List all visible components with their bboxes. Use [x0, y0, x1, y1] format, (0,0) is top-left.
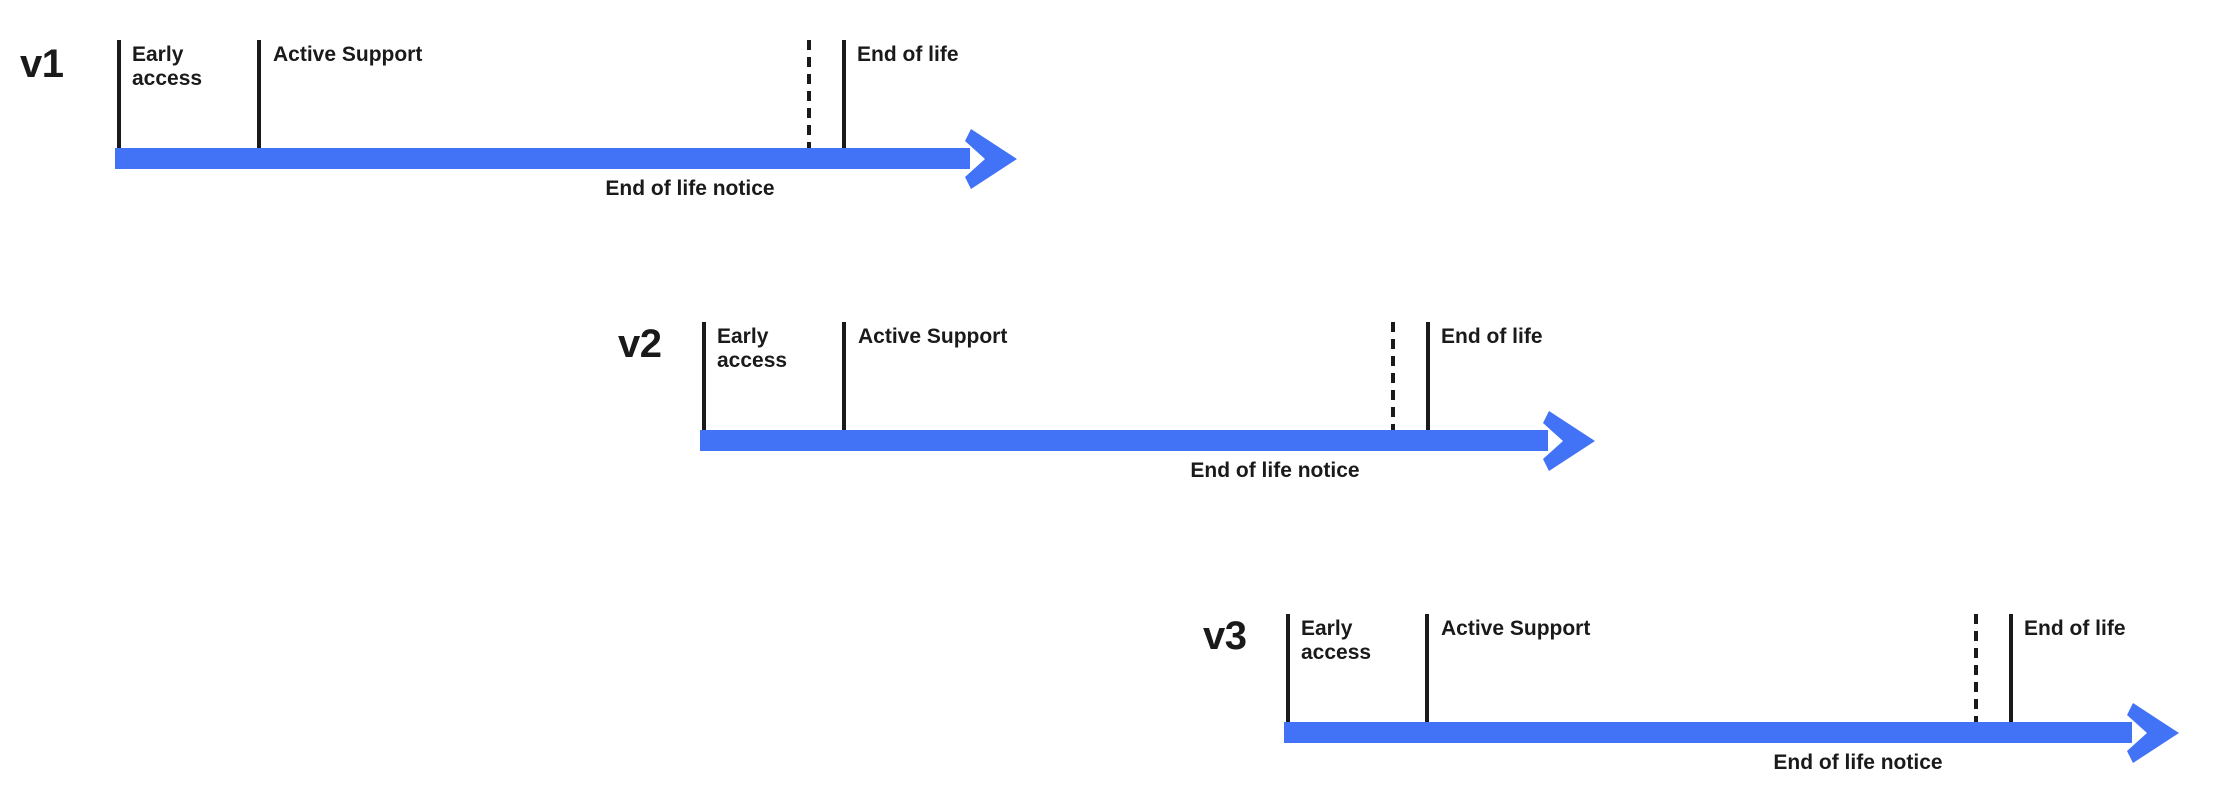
version-label-v1: v1 — [20, 42, 64, 86]
phase-label-end-of-life-v2: End of life — [1441, 325, 1543, 348]
phase-label-early-access-v2: Early access — [717, 325, 788, 372]
version-label-v2: v2 — [618, 322, 662, 366]
phase-divider-early-access-start-v2 — [702, 322, 706, 430]
timeline-arrow-shaft-v3 — [1284, 722, 2132, 743]
phase-label-end-of-life-v3: End of life — [2024, 617, 2126, 640]
end-of-life-notice-label-v1: End of life notice — [605, 177, 775, 200]
phase-divider-active-support-start-v2 — [842, 322, 846, 430]
phase-divider-active-support-start-v3 — [1425, 614, 1429, 722]
arrow-right-icon-v3 — [2125, 701, 2181, 765]
phase-label-early-access-v3: Early access — [1301, 617, 1372, 664]
phase-label-active-support-v3: Active Support — [1441, 617, 1591, 640]
end-of-life-notice-marker-v1 — [807, 40, 811, 148]
timeline-arrow-shaft-v2 — [700, 430, 1548, 451]
phase-label-early-access-v1: Early access — [132, 43, 203, 90]
end-of-life-notice-marker-v3 — [1974, 614, 1978, 722]
end-of-life-notice-label-v2: End of life notice — [1190, 459, 1360, 482]
phase-label-end-of-life-v1: End of life — [857, 43, 959, 66]
phase-divider-early-access-start-v1 — [117, 40, 121, 148]
end-of-life-notice-label-v3: End of life notice — [1773, 751, 1943, 774]
phase-divider-active-support-start-v1 — [257, 40, 261, 148]
end-of-life-notice-marker-v2 — [1391, 322, 1395, 430]
phase-divider-end-of-life-start-v1 — [842, 40, 846, 148]
arrow-right-icon-v2 — [1541, 409, 1597, 473]
arrow-right-icon-v1 — [963, 127, 1019, 191]
phase-divider-end-of-life-start-v3 — [2009, 614, 2013, 722]
phase-divider-early-access-start-v3 — [1286, 614, 1290, 722]
version-label-v3: v3 — [1203, 614, 1247, 658]
phase-label-active-support-v1: Active Support — [273, 43, 423, 66]
phase-divider-end-of-life-start-v2 — [1426, 322, 1430, 430]
timeline-arrow-shaft-v1 — [115, 148, 970, 169]
phase-label-active-support-v2: Active Support — [858, 325, 1008, 348]
